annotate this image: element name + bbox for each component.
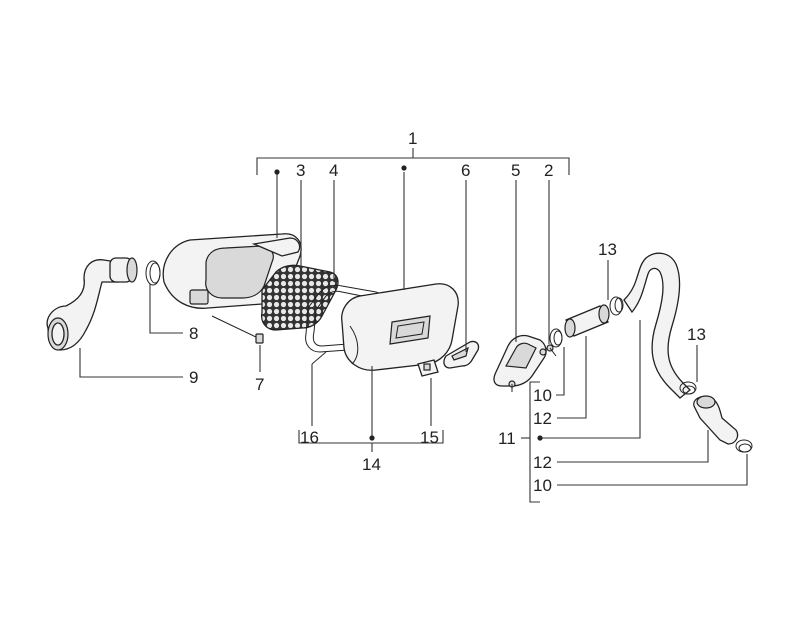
- label-8: 8: [189, 324, 198, 343]
- label-5: 5: [511, 161, 520, 180]
- label-4: 4: [329, 161, 338, 180]
- label-6: 6: [461, 161, 470, 180]
- label-7: 7: [255, 375, 264, 394]
- label-12-lower: 12: [533, 453, 552, 472]
- cover-plate-part: [493, 334, 547, 392]
- label-10-upper: 10: [533, 386, 552, 405]
- sleeve-lower-part: [693, 395, 739, 445]
- leader-dots: [274, 165, 543, 441]
- label-10-lower: 10: [533, 476, 552, 495]
- leader-lines: [79, 148, 748, 503]
- label-3: 3: [296, 161, 305, 180]
- small-screw-part: [546, 344, 557, 357]
- label-2: 2: [544, 161, 553, 180]
- plate-part: [443, 340, 480, 369]
- label-13-lower: 13: [687, 325, 706, 344]
- label-14: 14: [362, 455, 381, 474]
- filter-cover-part: [341, 283, 459, 371]
- intake-hose-part: [46, 257, 138, 351]
- filter-element-part: [260, 264, 339, 331]
- breather-tube-part: [623, 252, 691, 399]
- hose-clamp-upper-part: [549, 328, 563, 348]
- label-16: 16: [300, 428, 319, 447]
- label-11: 11: [498, 429, 516, 448]
- label-1: 1: [408, 129, 417, 148]
- clamp-upper-13-part: [609, 296, 624, 316]
- label-12-upper: 12: [533, 409, 552, 428]
- sleeve-upper-part: [564, 304, 610, 338]
- clamp-lower-10-part: [735, 439, 753, 453]
- clamp-lower-13-part: [679, 381, 697, 395]
- clip-part: [417, 359, 439, 377]
- screw-part: [211, 315, 264, 344]
- clamp-ring-part: [145, 260, 161, 286]
- label-9: 9: [189, 368, 198, 387]
- label-13-upper: 13: [598, 240, 617, 259]
- label-15: 15: [420, 428, 439, 447]
